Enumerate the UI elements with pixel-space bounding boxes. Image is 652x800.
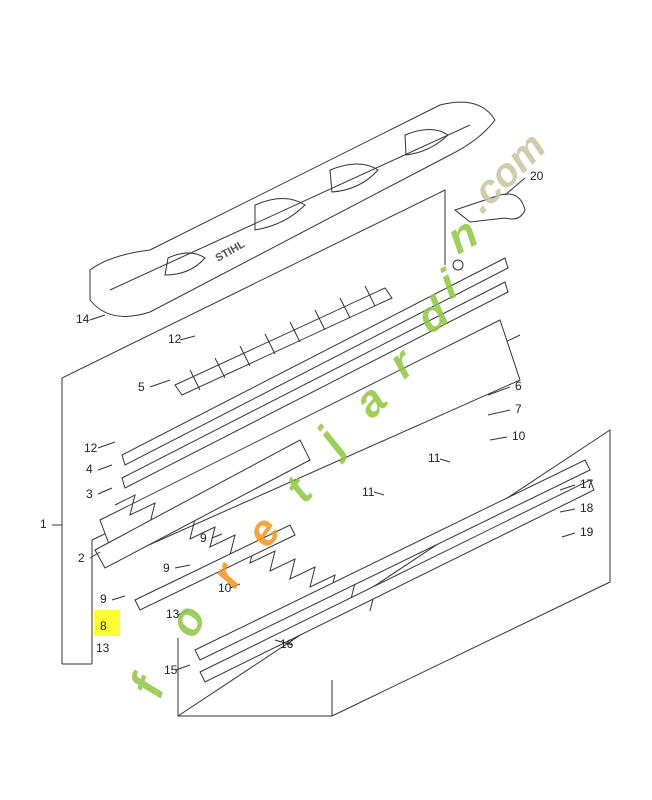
callout-leader bbox=[504, 177, 526, 196]
callout-6: 6 bbox=[515, 379, 522, 393]
callout-17: 17 bbox=[580, 477, 594, 491]
callout-14: 14 bbox=[76, 312, 90, 326]
callout-13: 13 bbox=[96, 641, 110, 655]
callout-1: 1 bbox=[40, 517, 47, 531]
callout-18: 18 bbox=[580, 501, 594, 515]
callout-leader bbox=[175, 664, 191, 671]
drive-arm bbox=[174, 285, 393, 396]
deflector-plate bbox=[453, 193, 526, 223]
callout-leader bbox=[97, 464, 113, 471]
side-bar bbox=[121, 257, 509, 466]
blade-guard: STIHL bbox=[89, 101, 496, 317]
callout-16: 16 bbox=[280, 637, 294, 651]
callout-5: 5 bbox=[138, 380, 145, 394]
callout-8: 8 bbox=[100, 619, 107, 633]
callout-13: 13 bbox=[166, 607, 180, 621]
blade-lower bbox=[94, 439, 311, 569]
callout-leader bbox=[561, 532, 576, 538]
callout-leader bbox=[487, 386, 511, 396]
callout-12: 12 bbox=[84, 441, 98, 455]
callout-15: 15 bbox=[164, 663, 178, 677]
guide-bar-2 bbox=[199, 479, 595, 683]
callout-leader bbox=[559, 508, 576, 513]
callout-leader bbox=[559, 484, 576, 491]
callout-10: 10 bbox=[218, 581, 232, 595]
callout-11: 11 bbox=[362, 485, 375, 499]
callout-leader bbox=[177, 609, 189, 616]
callout-leader bbox=[439, 458, 451, 463]
callout-9: 9 bbox=[163, 561, 170, 575]
callout-2: 2 bbox=[78, 551, 85, 565]
callout-leader bbox=[149, 379, 171, 388]
side-bar-2 bbox=[121, 281, 509, 489]
spacer-bar bbox=[134, 524, 296, 611]
callout-leader bbox=[174, 564, 191, 569]
callout-leader bbox=[373, 491, 385, 496]
callout-12: 12 bbox=[168, 332, 182, 346]
callout-leader bbox=[89, 551, 101, 559]
highlight-box bbox=[94, 610, 120, 636]
callout-20: 20 bbox=[530, 169, 544, 183]
assembly-frame bbox=[61, 189, 521, 665]
callout-leader bbox=[97, 441, 116, 449]
callout-19: 19 bbox=[580, 525, 594, 539]
guide-bar bbox=[194, 459, 591, 661]
callout-leader bbox=[111, 595, 126, 601]
callout-leader bbox=[89, 314, 106, 321]
callout-leader bbox=[487, 409, 511, 416]
callout-leader bbox=[211, 533, 223, 539]
callout-4: 4 bbox=[86, 462, 93, 476]
callout-9: 9 bbox=[100, 592, 107, 606]
lower-assembly-frame bbox=[177, 429, 611, 717]
callout-10: 10 bbox=[512, 429, 526, 443]
callout-leader bbox=[489, 436, 508, 441]
callout-leader bbox=[179, 335, 196, 341]
nut bbox=[452, 259, 464, 271]
callout-11: 11 bbox=[428, 451, 441, 465]
callout-3: 3 bbox=[86, 487, 93, 501]
callout-9: 9 bbox=[200, 531, 207, 545]
watermark-letter: o bbox=[157, 597, 216, 644]
callout-leader bbox=[274, 639, 293, 646]
callout-7: 7 bbox=[515, 402, 522, 416]
callout-leader bbox=[229, 583, 241, 589]
callout-leader bbox=[97, 487, 113, 495]
